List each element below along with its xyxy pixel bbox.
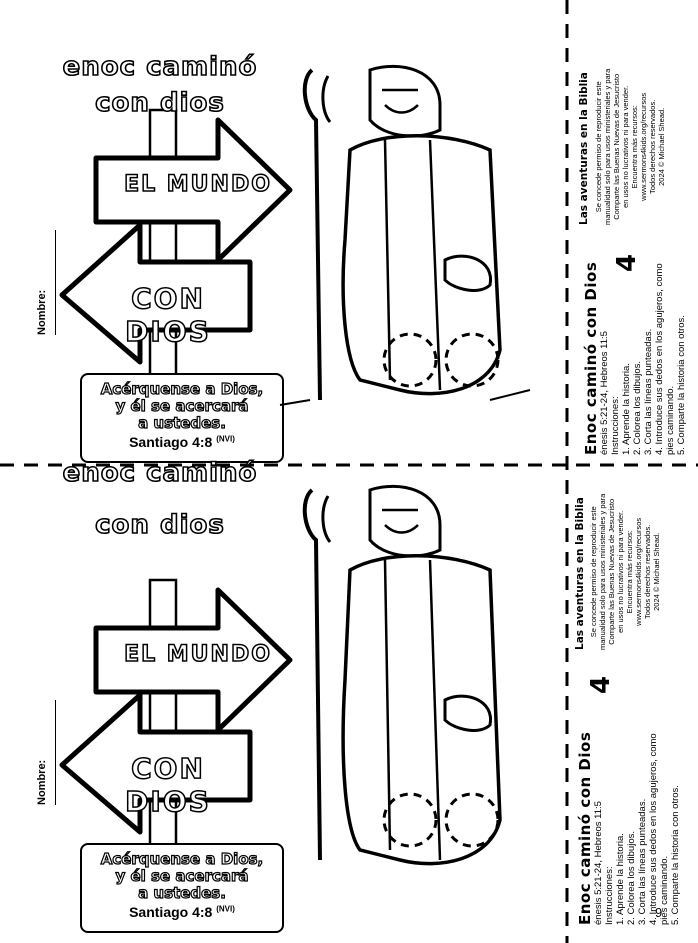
credit-block: Se concede permiso de reproducir este ma…	[594, 69, 666, 225]
verse-reference: Santiago 4:8 (NVI)	[82, 904, 282, 920]
step-2: 2. Colorea los dibujos.	[626, 831, 637, 925]
face	[382, 88, 419, 114]
title-line-2: con Dios	[94, 509, 225, 541]
arrow-god-label: con Dios	[124, 751, 211, 819]
credit-line: Se concede permiso de reproducir este	[594, 81, 603, 213]
title-line-2: con Dios	[94, 87, 225, 119]
name-line	[55, 230, 56, 335]
head	[368, 484, 442, 558]
verse-line-3: a ustedes.	[137, 414, 226, 432]
side-title: Enoc caminó con Dios	[576, 731, 594, 925]
step-4: 4. Introduce sus dedos en los agujeros, …	[654, 263, 665, 455]
robe	[341, 134, 502, 396]
finger-hole-left	[382, 332, 438, 388]
scripture-ref: énesis 5:21-24, Hebreos 11:5	[599, 331, 610, 455]
craft-panel-bottom: Enoc caminó con Dios El Mundo con Dios N…	[0, 457, 681, 933]
verse-reference: Santiago 4:8 (NVI)	[82, 434, 282, 450]
credit-line: en usos no lucrativos ni para vender.	[621, 85, 630, 208]
name-label: Nombre:	[36, 289, 48, 335]
finger-hole-right	[444, 332, 500, 388]
verse-line-1: Acérquense a Dios,	[100, 380, 264, 398]
verse-line-3: a ustedes.	[137, 884, 226, 902]
finger-hole-right	[444, 792, 500, 848]
credit-line: Encuentra más recursos:	[625, 530, 634, 614]
arrow-right-sign	[93, 587, 293, 733]
credit-line: www.sermons4kids.org/recursos	[639, 92, 648, 201]
credit-title: Las aventuras en la Biblia	[578, 72, 590, 225]
staff	[302, 68, 322, 401]
credit-line: Comparte las Buenas Nuevas de Jesucristo	[612, 73, 621, 220]
step-4: 4. Introduce sus dedos en los agujeros, …	[648, 733, 659, 925]
staff	[302, 488, 322, 861]
name-label: Nombre:	[36, 759, 48, 805]
instructions-label: Instrucciones:	[610, 396, 621, 455]
step-3: 3. Corta las líneas punteadas.	[637, 798, 648, 925]
credit-line: Todos derechos reservados.	[648, 99, 657, 194]
step-5: 5. Comparte la historia con otros.	[670, 785, 681, 925]
verse-ref-text: Santiago 4:8	[129, 434, 213, 450]
face	[382, 508, 419, 534]
credit-line: en usos no lucrativos ni para vender.	[616, 510, 625, 633]
head	[368, 64, 442, 138]
instructions-label: Instrucciones:	[604, 866, 615, 925]
arrow-right-sign	[93, 117, 293, 263]
credit-line: Se concede permiso de reproducir este	[589, 506, 598, 638]
credit-line: 2024 © Michael Shead.	[657, 107, 666, 186]
name-line	[55, 700, 56, 805]
verse-version: (NVI)	[216, 434, 235, 444]
sign-post	[148, 578, 178, 872]
staff-top	[321, 495, 332, 543]
step-4-cont: pies caminando.	[665, 385, 676, 455]
enoch-figure	[302, 484, 502, 866]
craft-panel-top: Enoc caminó con Dios El Mundo con Dios N…	[0, 0, 687, 463]
side-title: Enoc caminó con Dios	[582, 261, 600, 455]
credit-line: www.sermons4kids.org/recursos	[634, 517, 643, 626]
arrow-left-sign	[59, 222, 253, 365]
credit-line: manualidad solo para usos ministeriales …	[603, 68, 612, 225]
step-4-cont: pies caminando.	[659, 855, 670, 925]
arrow-god-label: con Dios	[124, 281, 211, 349]
robe-folds	[383, 139, 442, 391]
credit-line: Comparte las Buenas Nuevas de Jesucristo	[607, 498, 616, 645]
grass	[279, 389, 531, 406]
credit-line: manualidad solo para usos ministeriales …	[598, 493, 607, 650]
verse-ref-text: Santiago 4:8	[129, 904, 213, 920]
verse-version: (NVI)	[216, 904, 235, 914]
verse-line-1: Acérquense a Dios,	[100, 850, 264, 868]
credit-line: Todos derechos reservados.	[643, 524, 652, 619]
robe	[341, 554, 502, 866]
verse-line-2: y él se acercará	[115, 397, 249, 415]
arrow-left-sign	[59, 692, 253, 835]
page-number: 9	[655, 905, 663, 920]
step-1: 1. Aprende la historia.	[621, 363, 632, 455]
arrow-world-label: El Mundo	[123, 641, 272, 668]
scripture-ref: énesis 5:21-24, Hebreos 11:5	[593, 801, 604, 925]
enoch-figure	[279, 64, 531, 406]
side-instructions: énesis 5:21-24, Hebreos 11:5 Instruccion…	[593, 733, 681, 925]
arrow-world-label: El Mundo	[123, 171, 272, 198]
robe-folds	[383, 559, 442, 861]
credit-title: Las aventuras en la Biblia	[574, 497, 586, 650]
step-2: 2. Colorea los dibujos.	[632, 361, 643, 455]
signpost-art	[59, 578, 293, 872]
step-1: 1. Aprende la historia.	[615, 833, 626, 925]
verse-box: Acérquense a Dios, y él se acercará a us…	[80, 843, 284, 933]
hand	[443, 694, 492, 732]
sign-post	[148, 108, 178, 402]
hand	[443, 254, 492, 292]
staff-top	[321, 75, 332, 123]
side-instructions: énesis 5:21-24, Hebreos 11:5 Instruccion…	[599, 263, 687, 455]
step-5: 5. Comparte la historia con otros.	[676, 315, 687, 455]
verse-line-2: y él se acercará	[115, 867, 249, 885]
title-line-1: Enoc caminó	[62, 457, 258, 489]
finger-hole-left	[382, 792, 438, 848]
page-number-badge: 4	[586, 675, 617, 695]
credit-line: 2024 © Michael Shead.	[652, 532, 661, 611]
title-line-1: Enoc caminó	[62, 51, 258, 83]
credit-line: Encuentra más recursos:	[630, 105, 639, 189]
credit-block: Se concede permiso de reproducir este ma…	[589, 494, 661, 650]
step-3: 3. Corta las líneas punteadas.	[643, 328, 654, 455]
verse-box: Acérquense a Dios, y él se acercará a us…	[80, 373, 284, 463]
